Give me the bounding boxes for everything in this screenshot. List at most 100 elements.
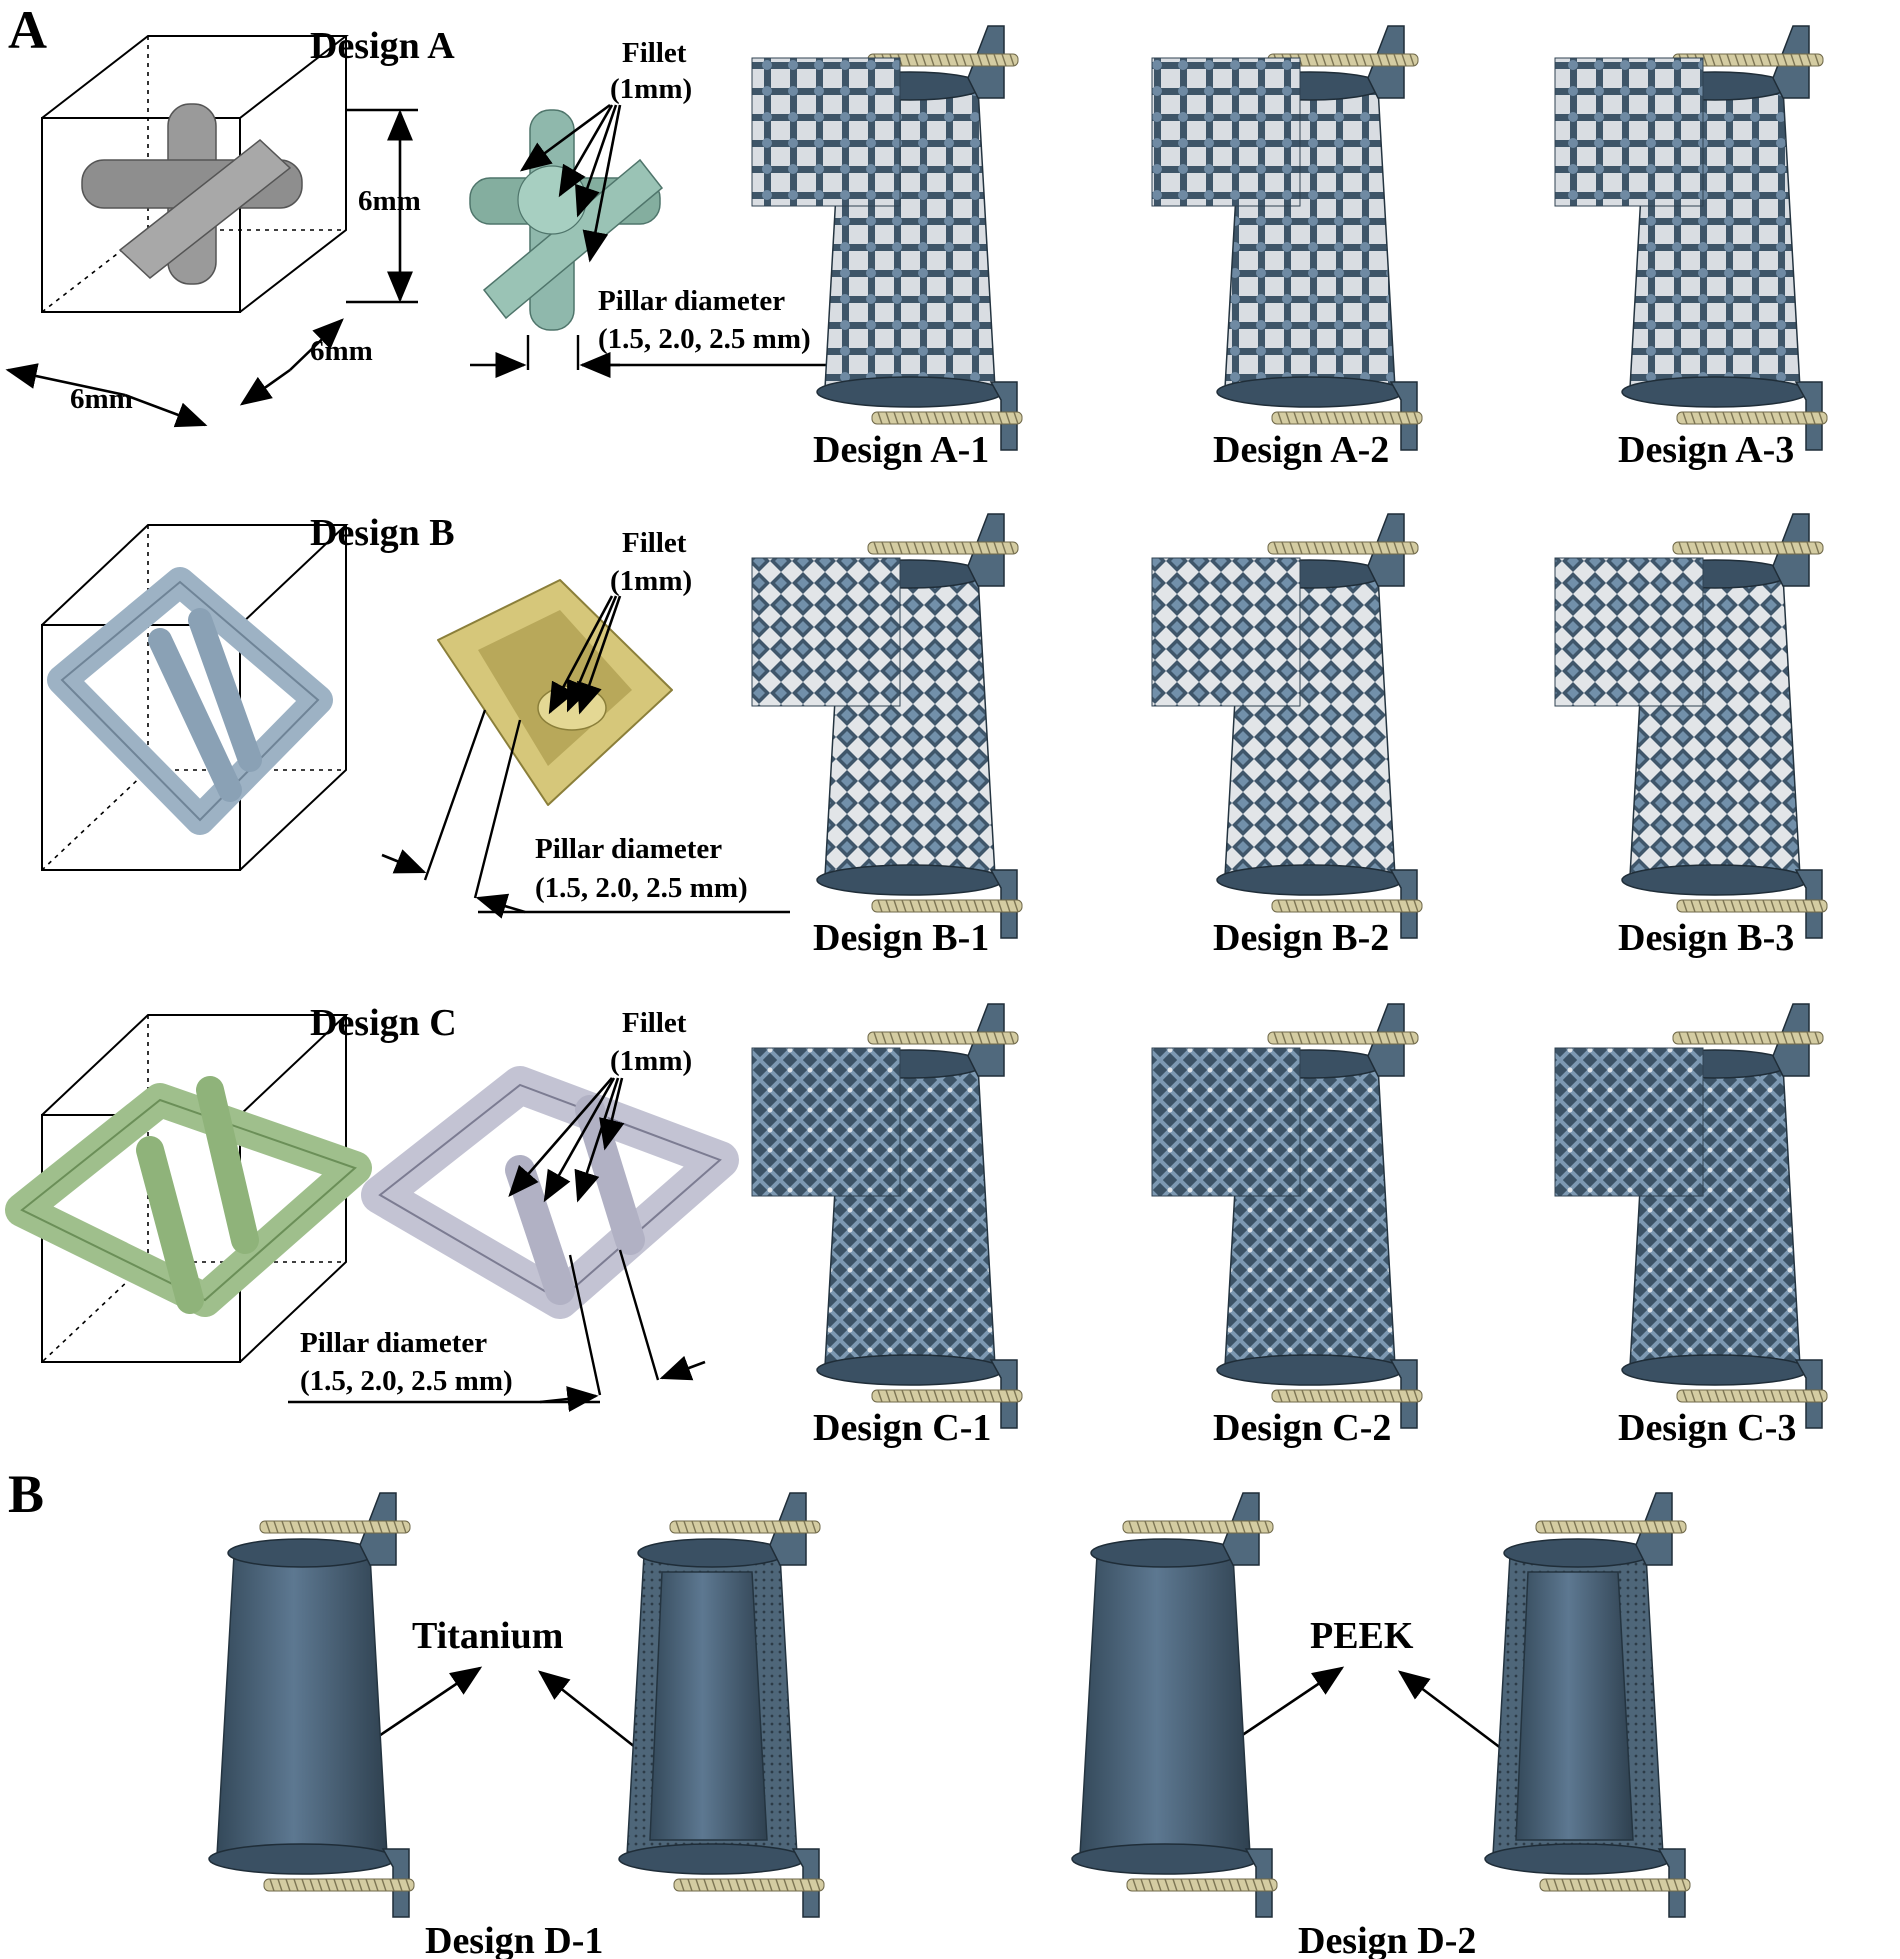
caption-design-a-2: Design A-2 (1213, 429, 1389, 471)
top-endplate (1503, 1538, 1653, 1568)
bottom-endplate (618, 1843, 806, 1875)
bottom-screw (1539, 1878, 1691, 1892)
bottom-screw (1126, 1878, 1278, 1892)
design-c-title: Design C (310, 1002, 457, 1044)
bottom-screw (1676, 899, 1828, 913)
bottom-screw (1271, 411, 1423, 425)
caption-design-c-2: Design C-2 (1213, 1407, 1391, 1449)
design-c-fillet-label: Fillet (622, 1007, 687, 1039)
design-c-fillet-unit (361, 1066, 739, 1319)
top-screw (1672, 541, 1824, 555)
bottom-endplate (816, 376, 1004, 408)
top-screw (669, 1520, 821, 1534)
material-peek-label: PEEK (1310, 1615, 1414, 1657)
caption-design-c-3: Design C-3 (1618, 1407, 1796, 1449)
top-screw (867, 1031, 1019, 1045)
design-c-pillar-range: (1.5, 2.0, 2.5 mm) (300, 1365, 513, 1397)
bottom-screw (1676, 1389, 1828, 1403)
bottom-screw (673, 1878, 825, 1892)
bottom-endplate (1216, 864, 1404, 896)
row-design-a: Design A 6mm 6mm 6mm Fillet (1mm) (5, 25, 852, 428)
design-b-fillet-label: Fillet (622, 527, 687, 559)
top-screw (1267, 541, 1419, 555)
row-design-c: Design C Fillet (1mm) Pillar diameter (1… (5, 1002, 739, 1412)
design-b-fillet-unit (437, 579, 673, 806)
design-c-fillet-size: (1mm) (610, 1045, 692, 1077)
row-design-b: Design B Fillet (1mm) Pillar diameter (1… (41, 512, 790, 919)
top-endplate (1090, 1538, 1240, 1568)
design-a-dim-width: 6mm (70, 383, 133, 415)
design-d2-caption: Design D-2 (1298, 1920, 1476, 1959)
bottom-endplate (1621, 1354, 1809, 1386)
panel-label-a: A (8, 0, 47, 60)
design-a-pillar-range: (1.5, 2.0, 2.5 mm) (598, 323, 811, 355)
top-screw (1122, 1520, 1274, 1534)
bottom-screw (1271, 899, 1423, 913)
design-c-pillar-label: Pillar diameter (300, 1327, 487, 1359)
cross-section-design-c-1 (751, 1047, 901, 1197)
top-screw (1535, 1520, 1687, 1534)
bottom-endplate (208, 1843, 396, 1875)
bottom-endplate (816, 864, 1004, 896)
solid-core (649, 1571, 768, 1841)
cross-section-design-b-2 (1151, 557, 1301, 707)
bottom-screw (871, 411, 1023, 425)
bottom-endplate (1621, 376, 1809, 408)
design-b-title: Design B (310, 512, 455, 554)
bottom-endplate (816, 1354, 1004, 1386)
bottom-screw (263, 1878, 415, 1892)
cross-section-design-a-3 (1554, 57, 1704, 207)
implant-d1-section (618, 1492, 825, 1918)
design-a-fillet-label: Fillet (622, 37, 687, 69)
top-endplate (637, 1538, 787, 1568)
design-d2-group: PEEK Design D-2 (1231, 1615, 1511, 1959)
bottom-endplate (1621, 864, 1809, 896)
cross-section-design-c-3 (1554, 1047, 1704, 1197)
bottom-endplate (1216, 1354, 1404, 1386)
bottom-endplate (1216, 376, 1404, 408)
caption-design-a-1: Design A-1 (813, 429, 989, 471)
cross-section-design-a-1 (751, 57, 901, 207)
cross-section-design-a-2 (1151, 57, 1301, 207)
solid-core (1515, 1571, 1634, 1841)
design-a-pillar-label: Pillar diameter (598, 285, 785, 317)
top-screw (259, 1520, 411, 1534)
top-screw (1672, 1031, 1824, 1045)
design-a-fillet-size: (1mm) (610, 73, 692, 105)
design-b-pillar-range: (1.5, 2.0, 2.5 mm) (535, 872, 748, 904)
bottom-screw (1676, 411, 1828, 425)
cross-section-design-b-3 (1554, 557, 1704, 707)
implant-d2-outer (1071, 1492, 1278, 1918)
bottom-screw (1271, 1389, 1423, 1403)
design-a-unit-cell-cube (41, 35, 349, 313)
lattice-implants (751, 25, 1828, 1429)
design-b-fillet-size: (1mm) (610, 565, 692, 597)
caption-design-b-2: Design B-2 (1213, 917, 1389, 959)
design-d1-caption: Design D-1 (425, 1920, 603, 1959)
caption-design-c-1: Design C-1 (813, 1407, 991, 1449)
material-titanium-label: Titanium (412, 1615, 563, 1657)
design-a-dim-height: 6mm (358, 185, 421, 217)
bottom-screw (871, 899, 1023, 913)
bottom-screw (871, 1389, 1023, 1403)
bottom-endplate (1071, 1843, 1259, 1875)
top-screw (867, 541, 1019, 555)
top-screw (1267, 53, 1419, 67)
bottom-endplate (1484, 1843, 1672, 1875)
top-endplate (227, 1538, 377, 1568)
cross-section-design-c-2 (1151, 1047, 1301, 1197)
design-a-dim-depth: 6mm (310, 335, 373, 367)
caption-design-a-3: Design A-3 (1618, 429, 1794, 471)
cross-section-design-b-1 (751, 557, 901, 707)
implant-d2-section (1484, 1492, 1691, 1918)
design-c-unit-cell-cube (5, 1014, 372, 1363)
solid-implants (208, 1492, 1691, 1918)
top-screw (1267, 1031, 1419, 1045)
design-d1-group: Titanium Design D-1 (369, 1615, 646, 1959)
design-b-unit-cell-cube (41, 524, 349, 871)
caption-design-b-1: Design B-1 (813, 917, 989, 959)
panel-label-b: B (8, 1464, 44, 1524)
implant-d1-outer (208, 1492, 415, 1918)
